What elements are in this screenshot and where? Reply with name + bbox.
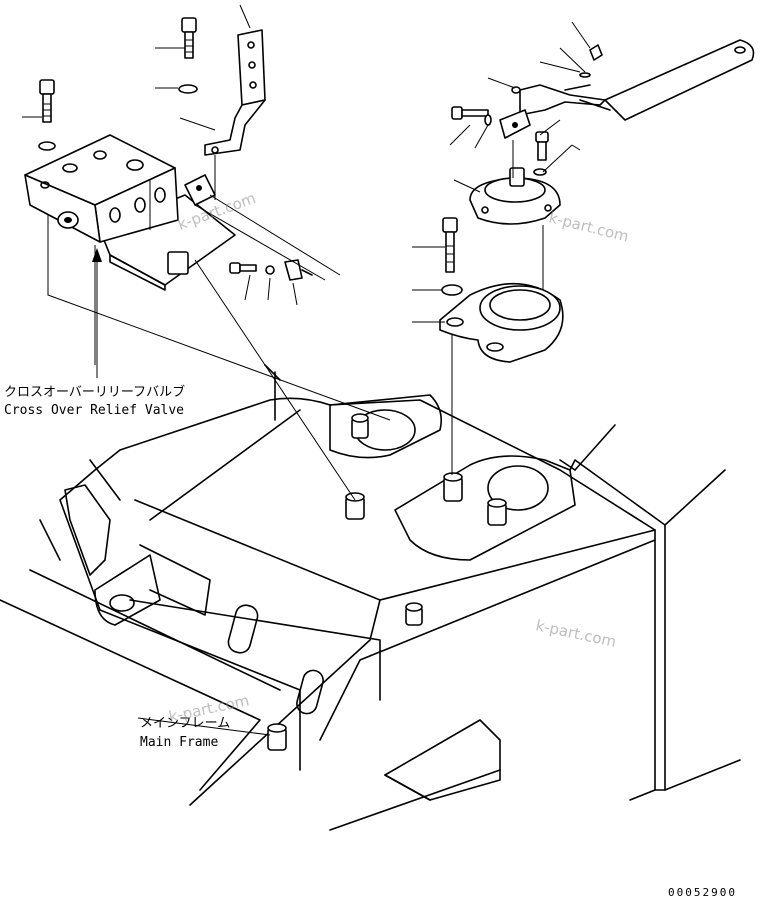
main-frame-label-en: Main Frame xyxy=(140,735,218,750)
watermark: k-part.com xyxy=(547,208,631,245)
main-frame-label-jp: メインフレーム xyxy=(140,716,230,731)
leader-lines xyxy=(22,4,591,736)
frame-bosses xyxy=(267,413,507,751)
relief-valve-label-en: Cross Over Relief Valve xyxy=(4,403,184,418)
relief-valve-arrow xyxy=(92,248,102,378)
relief-valve-assembly xyxy=(24,17,313,291)
watermark: k-part.com xyxy=(534,616,618,651)
relief-valve-label-jp: クロスオーバーリリーフバルブ xyxy=(4,384,185,400)
swivel-mount-assembly xyxy=(439,39,755,363)
drawing-code: 00052900 xyxy=(668,886,737,899)
main-frame xyxy=(0,364,741,831)
